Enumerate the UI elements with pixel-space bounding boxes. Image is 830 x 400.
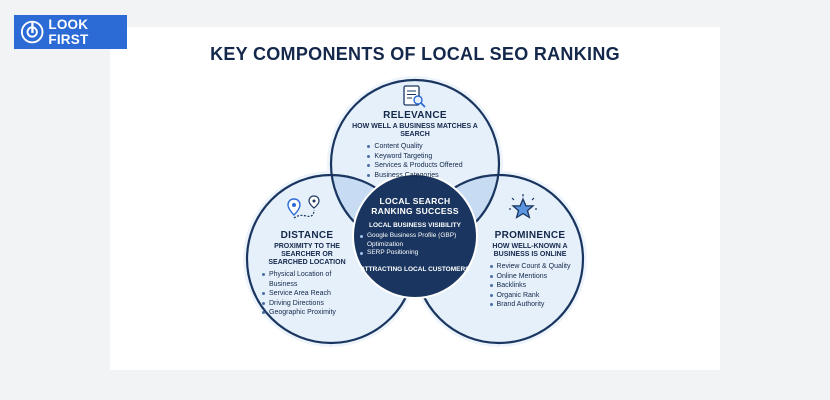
prominence-list: Review Count & Quality Online Mentions B… <box>489 262 571 310</box>
prominence-title: PROMINENCE <box>494 230 566 241</box>
list-item: Business Categories <box>367 171 462 181</box>
brand-logo[interactable]: LOOK FIRST <box>14 15 127 49</box>
center-circle <box>352 173 478 299</box>
distance-section: DISTANCE PROXIMITY TO THE SEARCHER OR SE… <box>262 230 352 319</box>
list-item: Organic Rank <box>489 291 571 301</box>
star-icon <box>509 194 537 219</box>
page-title: KEY COMPONENTS OF LOCAL SEO RANKING <box>210 44 620 64</box>
center-list: Google Business Profile (GBP) Optimizati… <box>360 232 470 258</box>
relevance-list: Content Quality Keyword Targeting Servic… <box>367 142 463 181</box>
route-pin-icon <box>287 195 320 219</box>
list-item: Review Count & Quality <box>489 262 570 272</box>
list-item: Online Mentions <box>489 272 571 282</box>
prominence-section: PROMINENCE HOW WELL-KNOWN A BUSINESS IS … <box>484 230 576 311</box>
document-search-icon <box>403 85 426 108</box>
list-item: Brand Authority <box>489 300 571 310</box>
relevance-subtitle: HOW WELL A BUSINESS MATCHES A SEARCH <box>352 123 478 138</box>
center-footer: ATTRACTING LOCAL CUSTOMERS <box>360 266 470 273</box>
list-item: Physical Location of Business <box>262 270 352 289</box>
distance-subtitle: PROXIMITY TO THE SEARCHER OR SEARCHED LO… <box>268 243 346 266</box>
list-item: Content Quality <box>367 142 462 152</box>
list-item: Google Business Profile (GBP) Optimizati… <box>360 232 470 249</box>
list-item: Driving Directions <box>262 299 352 309</box>
list-item: Service Area Reach <box>262 289 352 299</box>
relevance-section: RELEVANCE HOW WELL A BUSINESS MATCHES A … <box>350 110 480 182</box>
center-section: LOCAL SEARCH RANKING SUCCESS LOCAL BUSIN… <box>360 196 470 274</box>
list-item: Services & Products Offered <box>367 161 463 171</box>
list-item: Keyword Targeting <box>367 152 462 162</box>
list-item: Geographic Proximity <box>262 308 352 318</box>
logo-text: LOOK FIRST <box>48 17 89 47</box>
prominence-subtitle: HOW WELL-KNOWN A BUSINESS IS ONLINE <box>492 243 568 258</box>
center-subtitle: LOCAL BUSINESS VISIBILITY <box>369 222 461 229</box>
distance-title: DISTANCE <box>280 230 334 241</box>
relevance-title: RELEVANCE <box>383 110 447 121</box>
look-first-logo-icon <box>20 20 44 44</box>
list-item: SERP Positioning <box>360 249 470 258</box>
center-title: LOCAL SEARCH RANKING SUCCESS <box>371 196 459 216</box>
list-item: Backlinks <box>489 281 571 291</box>
distance-list: Physical Location of Business Service Ar… <box>262 270 352 318</box>
